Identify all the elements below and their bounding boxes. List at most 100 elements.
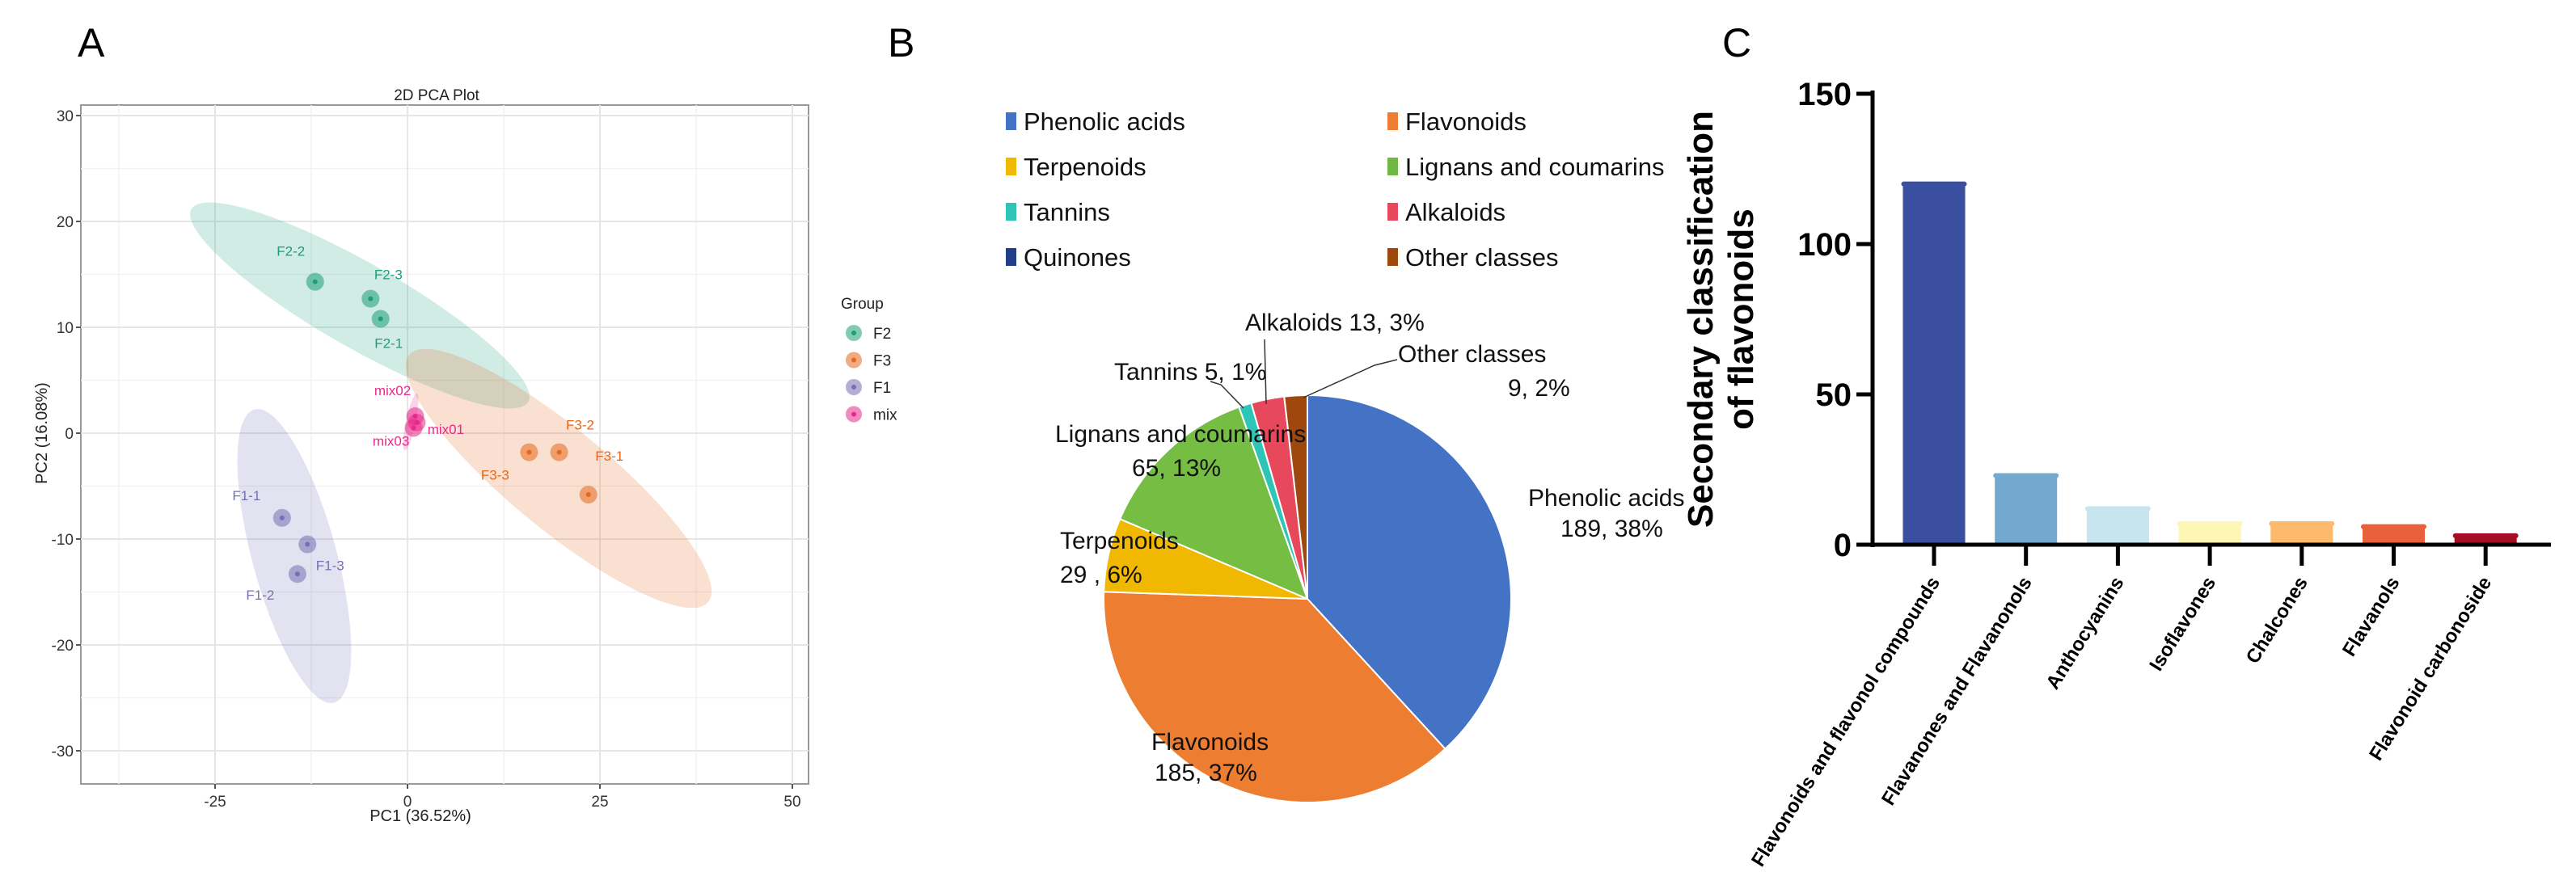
pca-point-label: mix01 (428, 422, 464, 437)
pie-legend-entry: Flavonoids (1405, 107, 1527, 136)
pca-point-center (305, 541, 310, 547)
pie-data-label: Alkaloids 13, 3% (1245, 310, 1425, 336)
bar-x-tick-label: Flavanols (2338, 573, 2405, 660)
pca-y-tick-label: -20 (52, 638, 74, 655)
bar-y-tick-label: 100 (1797, 227, 1852, 263)
pca-legend-marker-center (851, 385, 856, 390)
panel-label-c: C (1722, 20, 1751, 65)
bar (2454, 535, 2517, 545)
pca-point-label: F2-1 (374, 336, 403, 352)
pca-title: 2D PCA Plot (394, 87, 479, 104)
confidence-ellipse-f1 (237, 409, 352, 703)
pie-leader-line-tannins (1210, 381, 1244, 409)
pca-y-tick-label: -30 (52, 744, 74, 760)
pca-point-center (411, 425, 416, 431)
pie-legend-entry: Other classes (1405, 243, 1559, 272)
pca-y-label: PC2 (16.08%) (33, 382, 51, 484)
pca-x-tick-label: -25 (204, 794, 226, 811)
bar (2178, 523, 2241, 545)
pca-point-center (279, 515, 285, 520)
pca-y-tick-label: 20 (57, 214, 74, 231)
bar-cap (1901, 181, 1967, 187)
pie-legend-entry: Terpenoids (1024, 153, 1147, 181)
pca-legend-marker-center (851, 357, 856, 363)
pie-data-label: Lignans and coumarins (1055, 421, 1306, 448)
pie-legend-swatch (1006, 158, 1016, 175)
pie-legend-entry: Alkaloids (1405, 198, 1505, 226)
pie-data-value: 185, 37% (1155, 760, 1257, 786)
bar-y-tick-label: 0 (1834, 528, 1852, 563)
pca-point-center (556, 449, 562, 455)
pca-plot-area (80, 104, 809, 785)
pie-legend-swatch (1006, 203, 1016, 221)
pca-x-label: PC1 (36.52%) (370, 807, 471, 825)
pie-legend-entry: Phenolic acids (1024, 107, 1185, 136)
pca-y-tick-label: -10 (52, 532, 74, 549)
pie-data-value: 29 , 6% (1060, 562, 1142, 588)
pie-legend-swatch (1387, 203, 1398, 221)
pca-point-label: F3-1 (595, 449, 623, 464)
bar (1995, 475, 2058, 545)
pca-y-tick-label: 0 (65, 426, 74, 443)
pie-slice-flavonoids (1103, 591, 1446, 803)
panel-label-b: B (888, 20, 914, 65)
pca-x-tick-label: 50 (783, 794, 800, 811)
confidence-ellipse-f2 (190, 202, 530, 409)
bar (2270, 523, 2333, 545)
bar-cap (2361, 524, 2426, 529)
pca-point-center (294, 571, 300, 577)
bar-cap (2269, 520, 2335, 526)
bar-cap (2084, 506, 2151, 512)
pca-legend-marker-center (851, 411, 856, 417)
bar-cap (1993, 473, 2059, 478)
pie-slice-lignans-and-coumarins (1118, 406, 1309, 600)
confidence-ellipse-f3 (405, 348, 712, 609)
pca-y-tick-label: 30 (57, 108, 74, 125)
bar-y-tick-label: 50 (1816, 377, 1852, 413)
bar-x-tick-label: Anthocyanins (2042, 573, 2128, 693)
pca-legend-title: Group (841, 296, 884, 313)
pie-data-label: Tannins 5, 1% (1114, 359, 1266, 385)
pie-data-label: Terpenoids (1060, 528, 1179, 554)
bar-cap (2177, 520, 2243, 526)
pie-legend-entry: Tannins (1024, 198, 1110, 226)
pca-point-center (585, 491, 591, 497)
bar-x-tick-label: Flavanones and Flavanonols (1877, 573, 2037, 810)
pca-legend-marker-center (851, 331, 856, 335)
pca-point-label: F1-3 (316, 558, 344, 574)
pca-point-label: F1-2 (246, 588, 274, 603)
pca-point-label: F3-3 (481, 468, 509, 483)
pie-legend-swatch (1387, 112, 1398, 130)
bar-y-label-line2: of flavonoids (1721, 209, 1761, 430)
pie-legend-swatch (1387, 248, 1398, 266)
pca-x-tick-label: 0 (403, 794, 412, 811)
pie-leader-line-alkaloids (1264, 339, 1267, 405)
pie-legend-swatch (1006, 112, 1016, 130)
pie-legend-entry: Quinones (1024, 243, 1131, 272)
bar-cap (2452, 533, 2519, 538)
pca-plot: 2D PCA Plot PC1 (36.52%) PC2 (16.08%) Gr… (33, 87, 897, 825)
bar-chart: Secondary classification of flavonoids 0… (1681, 77, 2551, 870)
pca-point-center (368, 296, 374, 301)
pie-data-value: 65, 13% (1132, 455, 1221, 482)
pca-x-tick-label: 25 (591, 794, 608, 811)
panel-label-a: A (78, 20, 105, 65)
pca-y-tick-label: 10 (57, 320, 74, 337)
pca-point-center (526, 449, 532, 455)
bar (2086, 508, 2149, 545)
pie-legend-entry: Lignans and coumarins (1405, 153, 1665, 181)
pie-data-label: Other classes (1398, 341, 1546, 368)
pca-point-label: F2-2 (277, 244, 305, 259)
pca-point-label: F3-2 (566, 418, 594, 433)
bar-y-tick-label: 150 (1797, 77, 1852, 112)
pca-point-label: mix02 (374, 383, 411, 398)
pie-data-label: Phenolic acids (1528, 485, 1684, 512)
pie-slice-phenolic-acids (1307, 394, 1512, 751)
pca-point-label: F2-3 (374, 267, 403, 283)
pie-data-value: 9, 2% (1508, 375, 1570, 402)
pca-point-center (312, 279, 318, 284)
pca-legend-entry: F3 (873, 353, 891, 370)
pca-point-label: mix03 (373, 433, 409, 449)
